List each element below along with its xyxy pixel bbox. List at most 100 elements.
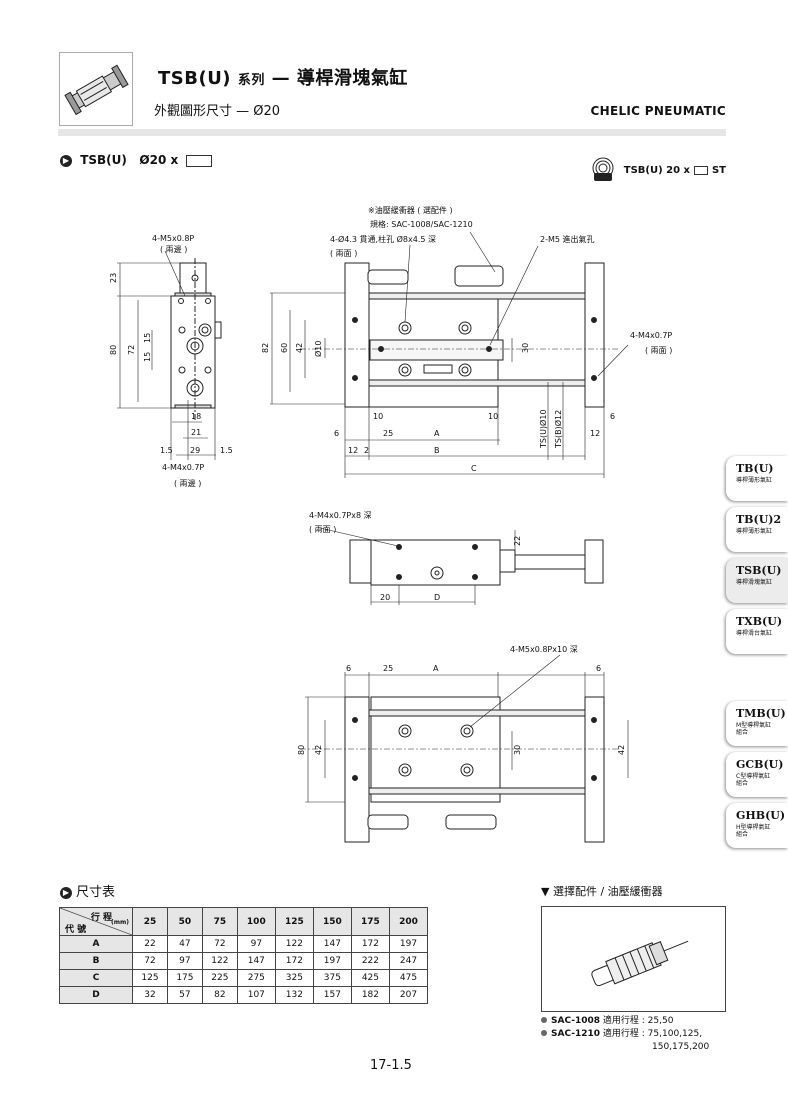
dim-label: 42 <box>314 745 323 755</box>
table-corner-header: 行 程 (mm) 代 號 <box>59 907 133 936</box>
dim-label: 1.5 <box>160 446 173 455</box>
table-cell: 107 <box>236 986 276 1004</box>
table-cell: 132 <box>274 986 314 1004</box>
dim-label: 22 <box>513 536 522 546</box>
table-cell: 22 <box>132 935 168 953</box>
dim-label: 82 <box>261 343 270 353</box>
dimension-table-heading: ▶尺寸表 <box>60 881 115 900</box>
dim-label: 25 <box>383 664 393 673</box>
side-tab-tmbu[interactable]: TMB(U)M型導桿氣缸組合 <box>726 701 788 746</box>
label-two-faces: ( 兩面 ) <box>309 525 336 534</box>
dim-label: 60 <box>280 343 289 353</box>
table-header-cell: 50 <box>166 907 203 936</box>
model-line: ▶ TSB(U) Ø20 x <box>60 153 213 167</box>
label-shock-spec: 規格: SAC-1008/SAC-1210 <box>370 219 473 229</box>
side-tab-tbu[interactable]: TB(U)導桿薄形氣缸 <box>726 456 788 501</box>
dim-label: 72 <box>127 345 136 355</box>
table-cell: 32 <box>132 986 168 1004</box>
table-cell: 475 <box>388 969 429 987</box>
table-cell: 207 <box>388 986 429 1004</box>
dim-label: 42 <box>295 343 304 353</box>
list-item: SAC-1210 適用行程 : 75,100,125, <box>541 1028 709 1041</box>
label-shock-note: ※油壓緩衝器 ( 選配件 ) <box>368 205 453 215</box>
play-icon: ▶ <box>60 154 72 167</box>
label-ports: 2-M5 進出氣孔 <box>540 234 595 244</box>
table-cell: 82 <box>201 986 238 1004</box>
table-cell: 122 <box>201 952 238 970</box>
label-m4-depth: 4-M4x0.7Px8 深 <box>309 511 372 520</box>
table-row-code: B <box>59 952 133 970</box>
side-tab-gcbu[interactable]: GCB(U)C型導桿氣缸組合 <box>726 752 788 797</box>
dim-label: 80 <box>297 745 306 755</box>
side-tab-ghbu[interactable]: GHB(U)H型導桿氣缸組合 <box>726 803 788 848</box>
table-header-cell: 200 <box>388 907 429 936</box>
table-row-code: C <box>59 969 133 987</box>
dim-label: TS(U)Ø10 <box>538 409 548 449</box>
label-m4-bottom: 4-M4x0.7P <box>162 463 204 472</box>
table-cell: 325 <box>274 969 314 987</box>
dim-label: 1.5 <box>220 446 233 455</box>
dim-label: 10 <box>373 412 383 421</box>
table-cell: 175 <box>166 969 203 987</box>
bullet-icon <box>541 1030 547 1036</box>
dim-label: 2 <box>364 446 369 455</box>
side-tab-txbu[interactable]: TXB(U)導桿滑台氣缸 <box>726 609 788 654</box>
st-option: TSB(U) 20 x ST <box>590 157 726 183</box>
header-divider <box>58 129 726 136</box>
table-row-code: A <box>59 935 133 953</box>
dim-label: 25 <box>383 429 393 438</box>
dim-label: 29 <box>190 446 200 455</box>
dim-label: 23 <box>109 273 118 283</box>
table-cell: 147 <box>312 935 352 953</box>
table-cell: 275 <box>236 969 276 987</box>
dim-label: 6 <box>334 429 339 438</box>
table-cell: 72 <box>132 952 168 970</box>
dim-label: TS(B)Ø12 <box>553 410 563 449</box>
label-two-faces: ( 兩面 ) <box>330 249 357 258</box>
side-tab-tsbu[interactable]: TSB(U)導桿滑塊氣缸 <box>726 558 788 603</box>
label-holes: 4-Ø4.3 貫通,柱孔 Ø8x4.5 深 <box>330 234 436 244</box>
table-header-cell: 125 <box>274 907 314 936</box>
dim-label: A <box>434 429 440 438</box>
table-cell: 122 <box>274 935 314 953</box>
bullet-icon <box>541 1017 547 1023</box>
dim-label: B <box>434 446 440 455</box>
dim-label: 30 <box>521 343 530 353</box>
table-cell: 222 <box>350 952 390 970</box>
dim-label: A <box>433 664 439 673</box>
label-m4-right: 4-M4x0.7P <box>630 331 672 340</box>
table-cell: 247 <box>388 952 429 970</box>
page-number: 17-1.5 <box>370 1058 412 1073</box>
dim-label: 15 <box>143 333 152 343</box>
play-icon: ▶ <box>60 886 72 899</box>
dim-label: 6 <box>346 664 351 673</box>
table-cell: 172 <box>350 935 390 953</box>
accessory-heading: ▼ 選擇配件 / 油壓緩衝器 <box>541 885 663 898</box>
shock-absorber-image <box>541 906 726 1012</box>
table-row: B 72 97 122 147 172 197 222 247 <box>59 952 429 970</box>
dim-label: 80 <box>109 345 118 355</box>
dim-label: 21 <box>191 428 201 437</box>
table-cell: 375 <box>312 969 352 987</box>
table-header-cell: 25 <box>132 907 168 936</box>
page-title: TSB(U) 系列 — 導桿滑塊氣缸 <box>158 68 408 89</box>
label-m5-top: 4-M5x0.8P <box>152 234 194 243</box>
dim-label: 30 <box>513 745 522 755</box>
table-cell: 57 <box>166 986 203 1004</box>
page-subtitle: 外觀圖形尺寸 — Ø20 <box>154 104 281 119</box>
table-cell: 182 <box>350 986 390 1004</box>
dim-label: 12 <box>590 429 600 438</box>
dimension-table: 行 程 (mm) 代 號 25 50 75 100 125 150 175 20… <box>59 907 429 1004</box>
table-cell: 197 <box>312 952 352 970</box>
label-both-sides: ( 兩邊 ) <box>174 478 201 488</box>
dim-label: 10 <box>488 412 498 421</box>
table-cell: 72 <box>201 935 238 953</box>
table-cell: 225 <box>201 969 238 987</box>
table-cell: 97 <box>236 935 276 953</box>
dim-label: Ø10 <box>313 341 323 357</box>
table-cell: 425 <box>350 969 390 987</box>
table-cell: 197 <box>388 935 429 953</box>
dim-label: 12 <box>348 446 358 455</box>
